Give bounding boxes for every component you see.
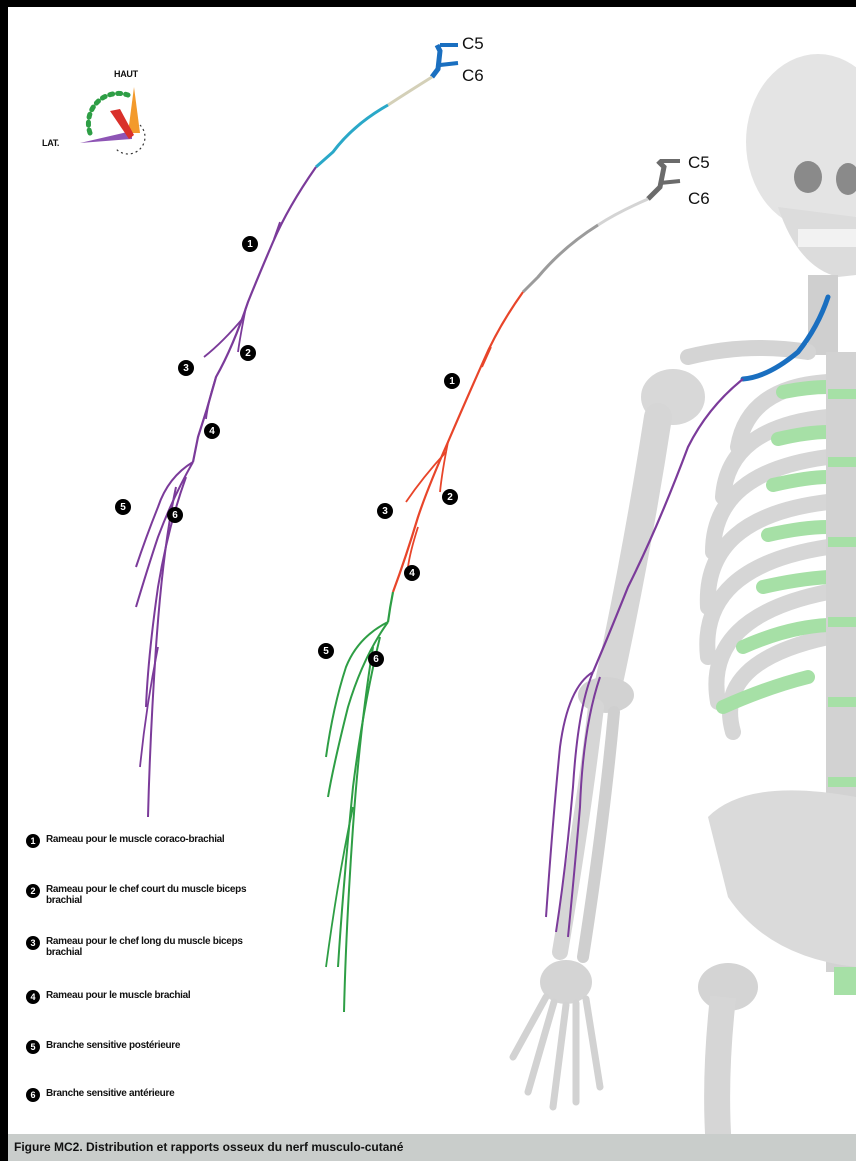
root-label-c5: C5: [462, 34, 484, 54]
nerve-diagram-purple: [136, 45, 458, 817]
legend-item: 3 Rameau pour le chef long du muscle bic…: [26, 936, 266, 958]
legend-badge: 3: [26, 936, 40, 950]
branch-badge-1: 1: [242, 236, 258, 252]
legend-text: Branche sensitive antérieure: [46, 1088, 286, 1099]
lateral-label: LAT.: [42, 138, 59, 148]
legend-item: 5 Branche sensitive postérieure: [26, 1040, 286, 1054]
branch-badge-3: 3: [377, 503, 393, 519]
legend-badge: 4: [26, 990, 40, 1004]
branch-badge-1: 1: [444, 373, 460, 389]
legend-badge: 2: [26, 884, 40, 898]
legend-text: Rameau pour le muscle brachial: [46, 990, 286, 1001]
branch-badge-4: 4: [404, 565, 420, 581]
branch-badge-5: 5: [115, 499, 131, 515]
legend-item: 6 Branche sensitive antérieure: [26, 1088, 286, 1102]
orientation-compass: [80, 87, 145, 154]
legend-text: Rameau pour le chef court du muscle bice…: [46, 884, 266, 906]
root-label-c6: C6: [462, 66, 484, 86]
skeleton: [513, 54, 856, 1161]
branch-badge-2: 2: [240, 345, 256, 361]
branch-badge-2: 2: [442, 489, 458, 505]
branch-badge-5: 5: [318, 643, 334, 659]
legend-badge: 5: [26, 1040, 40, 1054]
legend-text: Rameau pour le chef long du muscle bicep…: [46, 936, 266, 958]
branch-badge-6: 6: [167, 507, 183, 523]
legend-item: 4 Rameau pour le muscle brachial: [26, 990, 286, 1004]
figure-frame: HAUT LAT. C5 C6 C5 C6 1 2 3 4 5 6 1 2 3 …: [8, 7, 856, 1161]
legend-text: Branche sensitive postérieure: [46, 1040, 286, 1051]
branch-badge-4: 4: [204, 423, 220, 439]
figure-caption-bar: Figure MC2. Distribution et rapports oss…: [8, 1134, 856, 1161]
branch-badge-3: 3: [178, 360, 194, 376]
up-label: HAUT: [114, 69, 138, 79]
root-label-c6: C6: [688, 189, 710, 209]
branch-badge-6: 6: [368, 651, 384, 667]
nerve-illustration: [8, 7, 856, 1161]
legend-item: 2 Rameau pour le chef court du muscle bi…: [26, 884, 266, 906]
legend-item: 1 Rameau pour le muscle coraco-brachial: [26, 834, 286, 848]
legend-badge: 6: [26, 1088, 40, 1102]
legend-badge: 1: [26, 834, 40, 848]
root-label-c5: C5: [688, 153, 710, 173]
legend-text: Rameau pour le muscle coraco-brachial: [46, 834, 286, 845]
figure-caption: Figure MC2. Distribution et rapports oss…: [14, 1140, 403, 1154]
